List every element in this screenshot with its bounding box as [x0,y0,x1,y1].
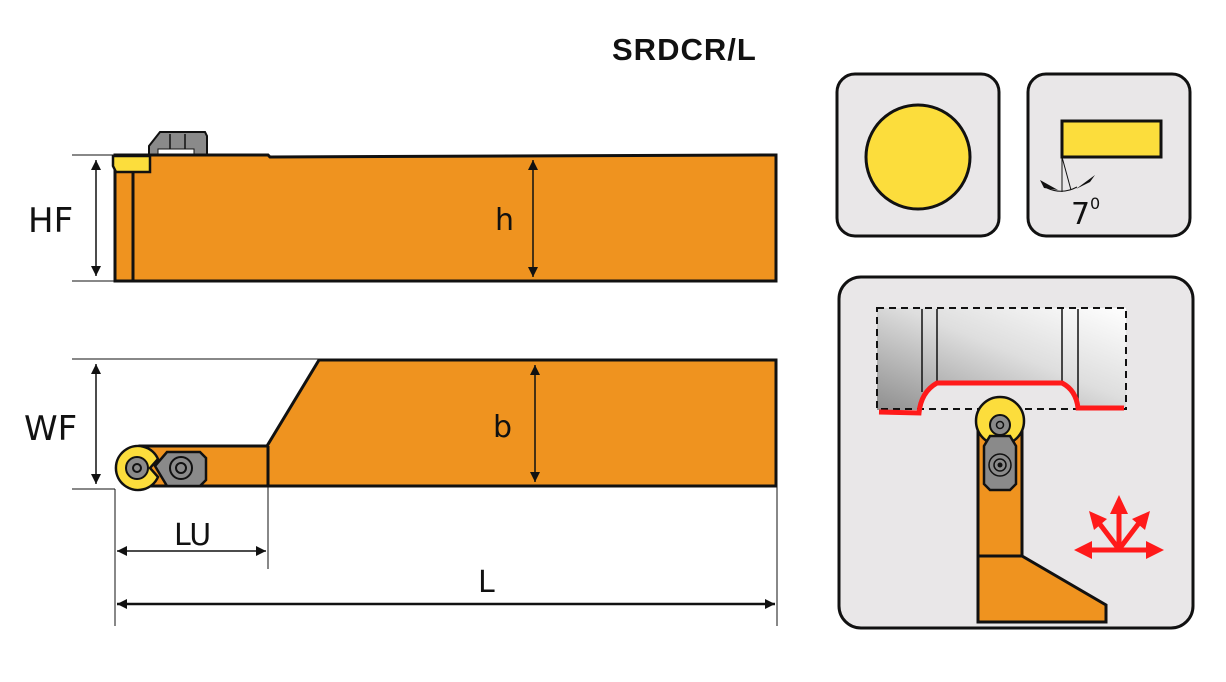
product-code-title: SRDCR/L [612,32,757,67]
h-label: h [495,203,514,238]
angle-arrow-right [1076,175,1095,189]
holder-body-top [138,358,778,488]
application-panel [837,275,1195,630]
angle-arrow-left [1040,180,1058,190]
clearance-angle-degree: 0 [1090,194,1100,213]
b-label: b [493,410,512,445]
insert-side [111,154,152,174]
lu-label: LU [174,518,211,553]
wf-label: WF [24,409,77,449]
machining-path [878,380,1124,416]
clearance-angle-value: 7 [1071,197,1090,232]
workpiece [877,308,1126,410]
holder-shank-icon [976,554,1108,624]
top-view: WF b LU L [24,358,778,626]
holder-body-side [113,153,778,283]
hf-label: HF [28,201,73,241]
insert-profile-icon [1060,119,1163,159]
insert-shape-panel [835,72,1001,238]
clearance-angle-panel: 7 0 [1026,72,1192,238]
round-insert-icon [864,103,972,211]
l-label: L [478,565,495,600]
side-view: HF h [28,131,778,283]
machining-directions-icon [1074,495,1164,559]
